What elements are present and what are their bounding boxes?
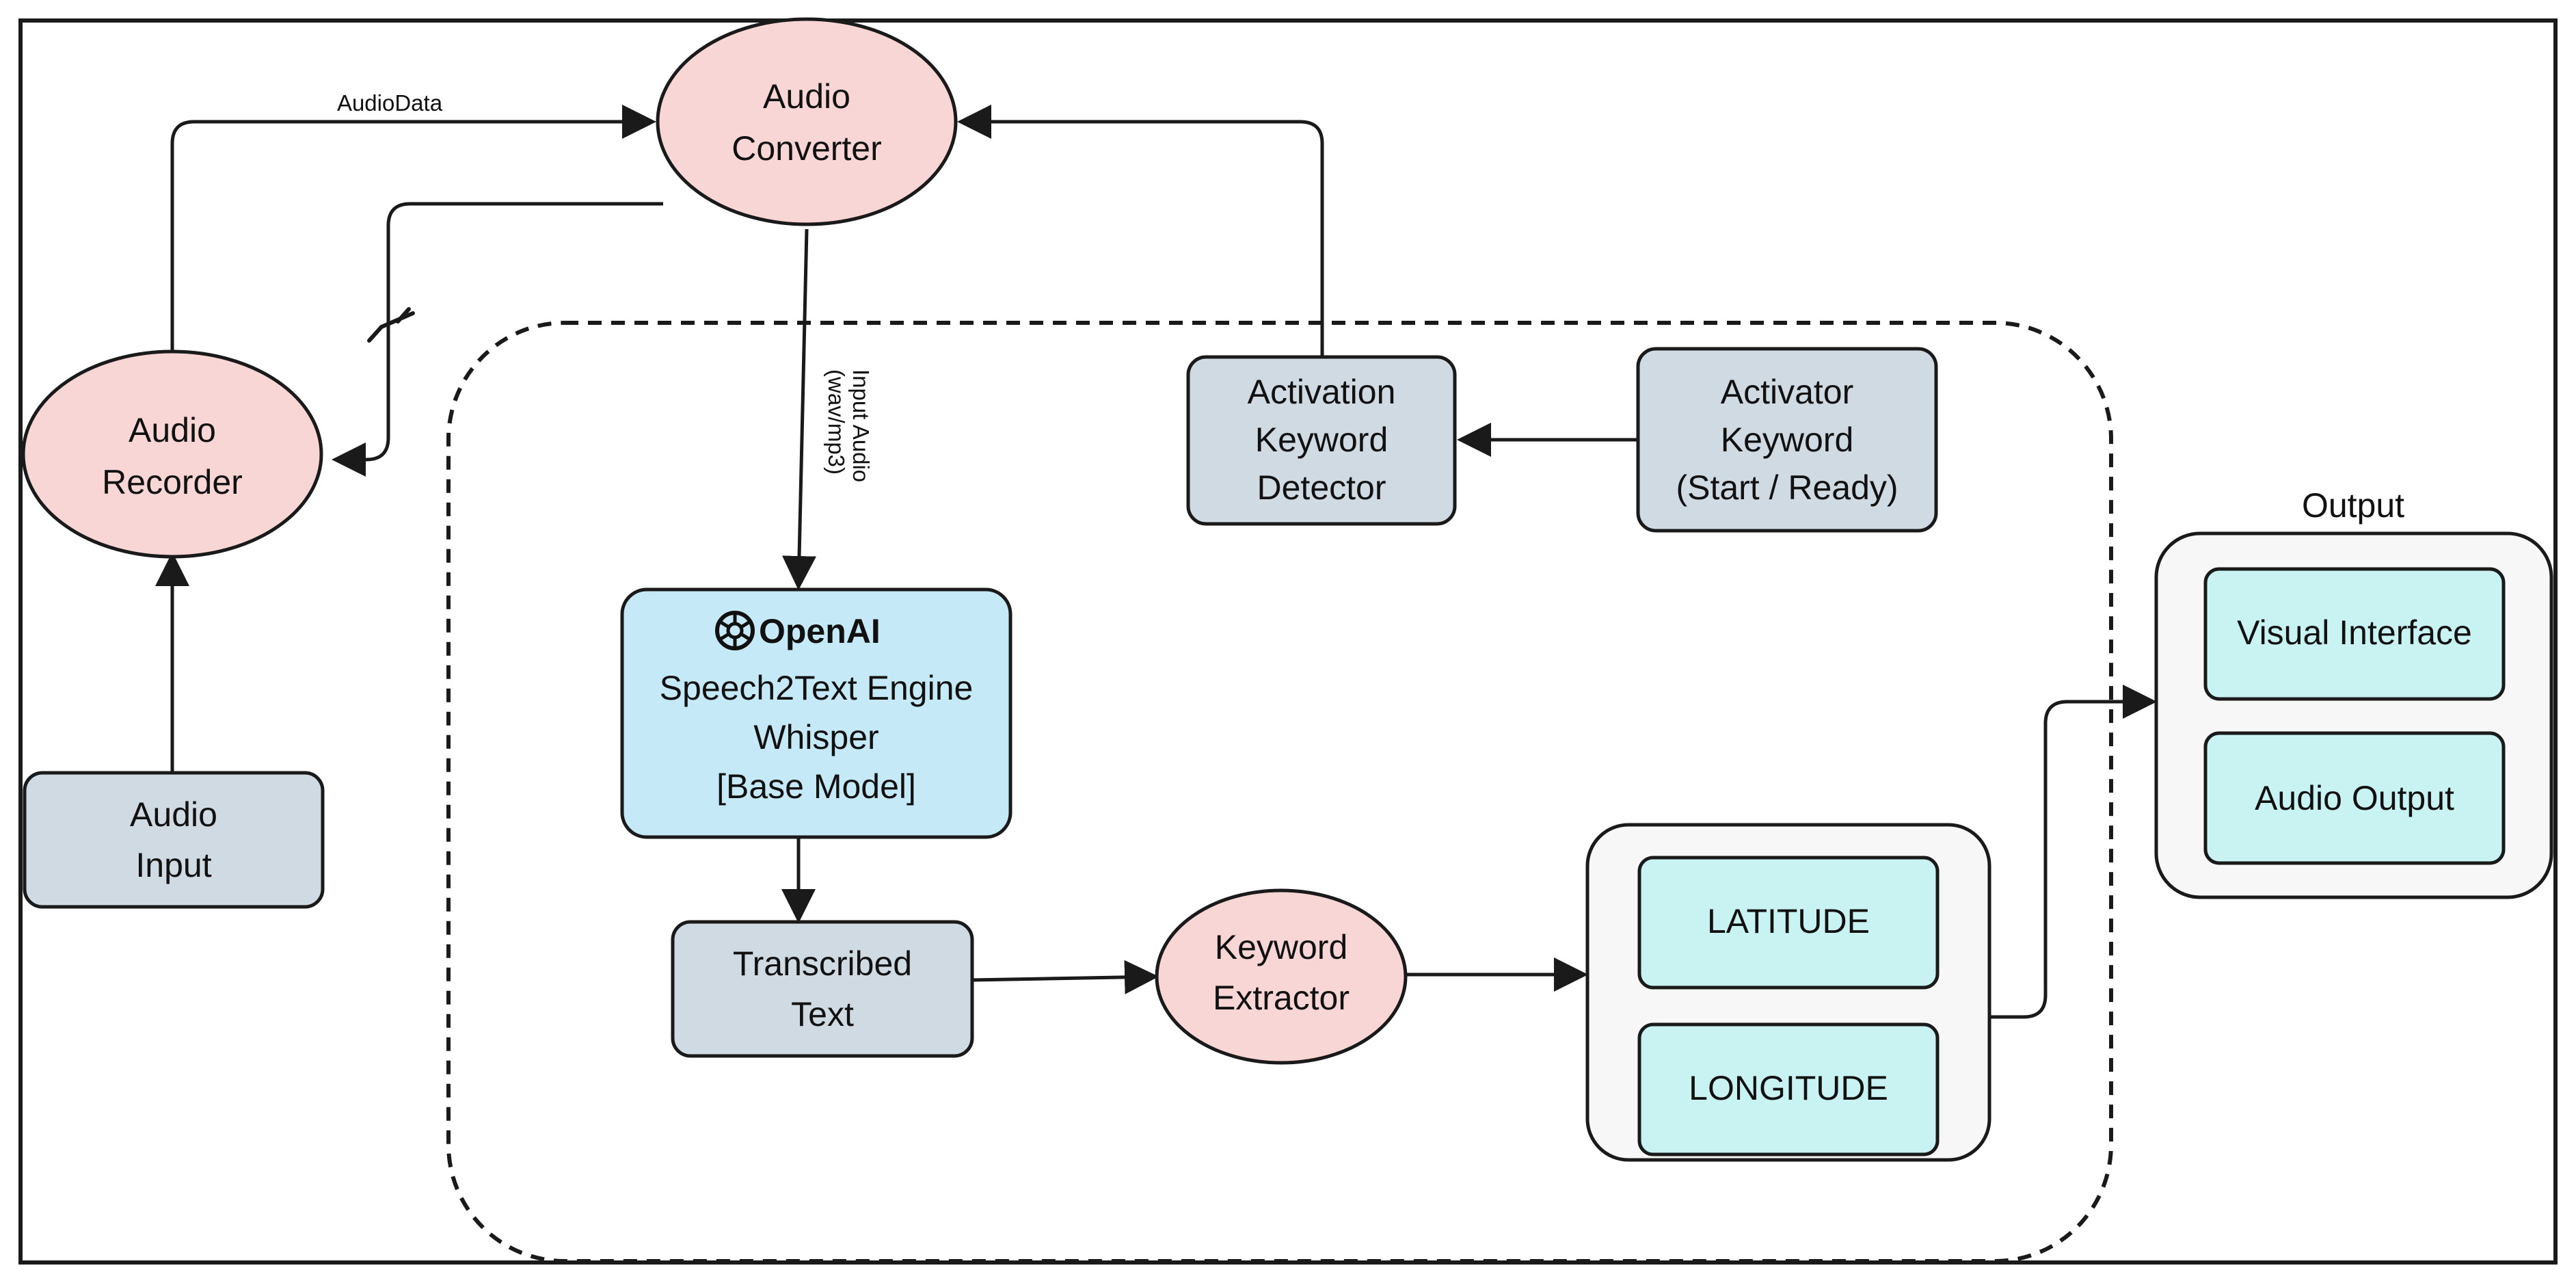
node-whisper-logo-text: OpenAI [759, 612, 881, 650]
node-longitude-box [1637, 1022, 1940, 1156]
checkmark-icon [367, 307, 415, 343]
node-activator-keyword-line3: (Start / Ready) [1676, 468, 1898, 507]
edge-detector-to-converter [957, 105, 1324, 357]
node-audio-recorder-line2: Recorder [102, 463, 243, 501]
node-audio-output: Audio Output [2255, 779, 2454, 817]
node-audio-converter: Audio Converter [656, 17, 958, 226]
node-audio-recorder: Audio Recorder [21, 349, 323, 559]
openai-logo-icon [715, 611, 755, 650]
node-activation-detector-line1: Activation [1248, 373, 1396, 411]
node-audio-converter-line2: Converter [732, 129, 882, 168]
node-latitude: LATITUDE [1707, 902, 1870, 940]
node-coordinates-group: LATITUDE LONGITUDE [1585, 823, 1991, 1162]
node-activation-detector-line3: Detector [1257, 468, 1386, 507]
node-audio-recorder-line1: Audio [129, 411, 216, 449]
node-audio-input: Audio Input [23, 771, 325, 909]
node-keyword-extractor-line2: Extractor [1213, 979, 1350, 1017]
edge-label-audiodata: AudioData [337, 90, 443, 116]
node-keyword-extractor-line1: Keyword [1215, 928, 1348, 966]
output-title: Output [2302, 486, 2404, 525]
node-activator-keyword-line1: Activator [1721, 373, 1854, 411]
node-whisper-line3: [Base Model] [716, 767, 916, 806]
node-output-group: Visual Interface Audio Output [2154, 531, 2553, 899]
node-transcribed-text-line2: Text [791, 995, 854, 1033]
edge-converter-to-whisper [782, 228, 817, 590]
node-audio-input-line2: Input [135, 846, 211, 884]
node-latitude-box [1637, 856, 1940, 990]
node-activator-keyword-line2: Keyword [1721, 421, 1854, 459]
edge-coords-to-output [1989, 685, 2157, 1019]
edge-label-input-audio: Input Audio (wav/mp3) [824, 369, 874, 482]
node-activation-detector: Activation Keyword Detector [1186, 355, 1457, 526]
node-whisper-line2: Whisper [753, 718, 878, 756]
node-whisper-engine: OpenAI Speech2Text Engine Whisper [Base … [620, 587, 1012, 839]
node-audio-input-line1: Audio [130, 795, 217, 834]
node-keyword-extractor: Keyword Extractor [1155, 888, 1408, 1065]
node-audio-converter-line1: Audio [763, 77, 850, 116]
node-transcribed-text-line1: Transcribed [733, 944, 912, 983]
node-visual-interface: Visual Interface [2237, 613, 2472, 652]
node-whisper-line1: Speech2Text Engine [660, 669, 974, 707]
processing-boundary [446, 321, 2113, 1263]
edge-recorder-to-converter [170, 105, 656, 352]
node-visual-interface-box [2203, 567, 2506, 701]
node-activation-detector-line2: Keyword [1255, 421, 1388, 459]
node-longitude: LONGITUDE [1689, 1069, 1888, 1107]
node-transcribed-text: Transcribed Text [671, 920, 974, 1058]
outer-frame [18, 18, 2558, 1265]
node-activator-keyword: Activator Keyword (Start / Ready) [1636, 347, 1938, 533]
edge-label-input-audio-line1: Input Audio [848, 369, 874, 482]
edge-converter-to-recorder [332, 202, 663, 477]
edge-transcribed-to-extractor [971, 960, 1159, 994]
node-audio-output-box [2203, 731, 2506, 865]
edge-label-input-audio-line2: (wav/mp3) [824, 369, 849, 475]
